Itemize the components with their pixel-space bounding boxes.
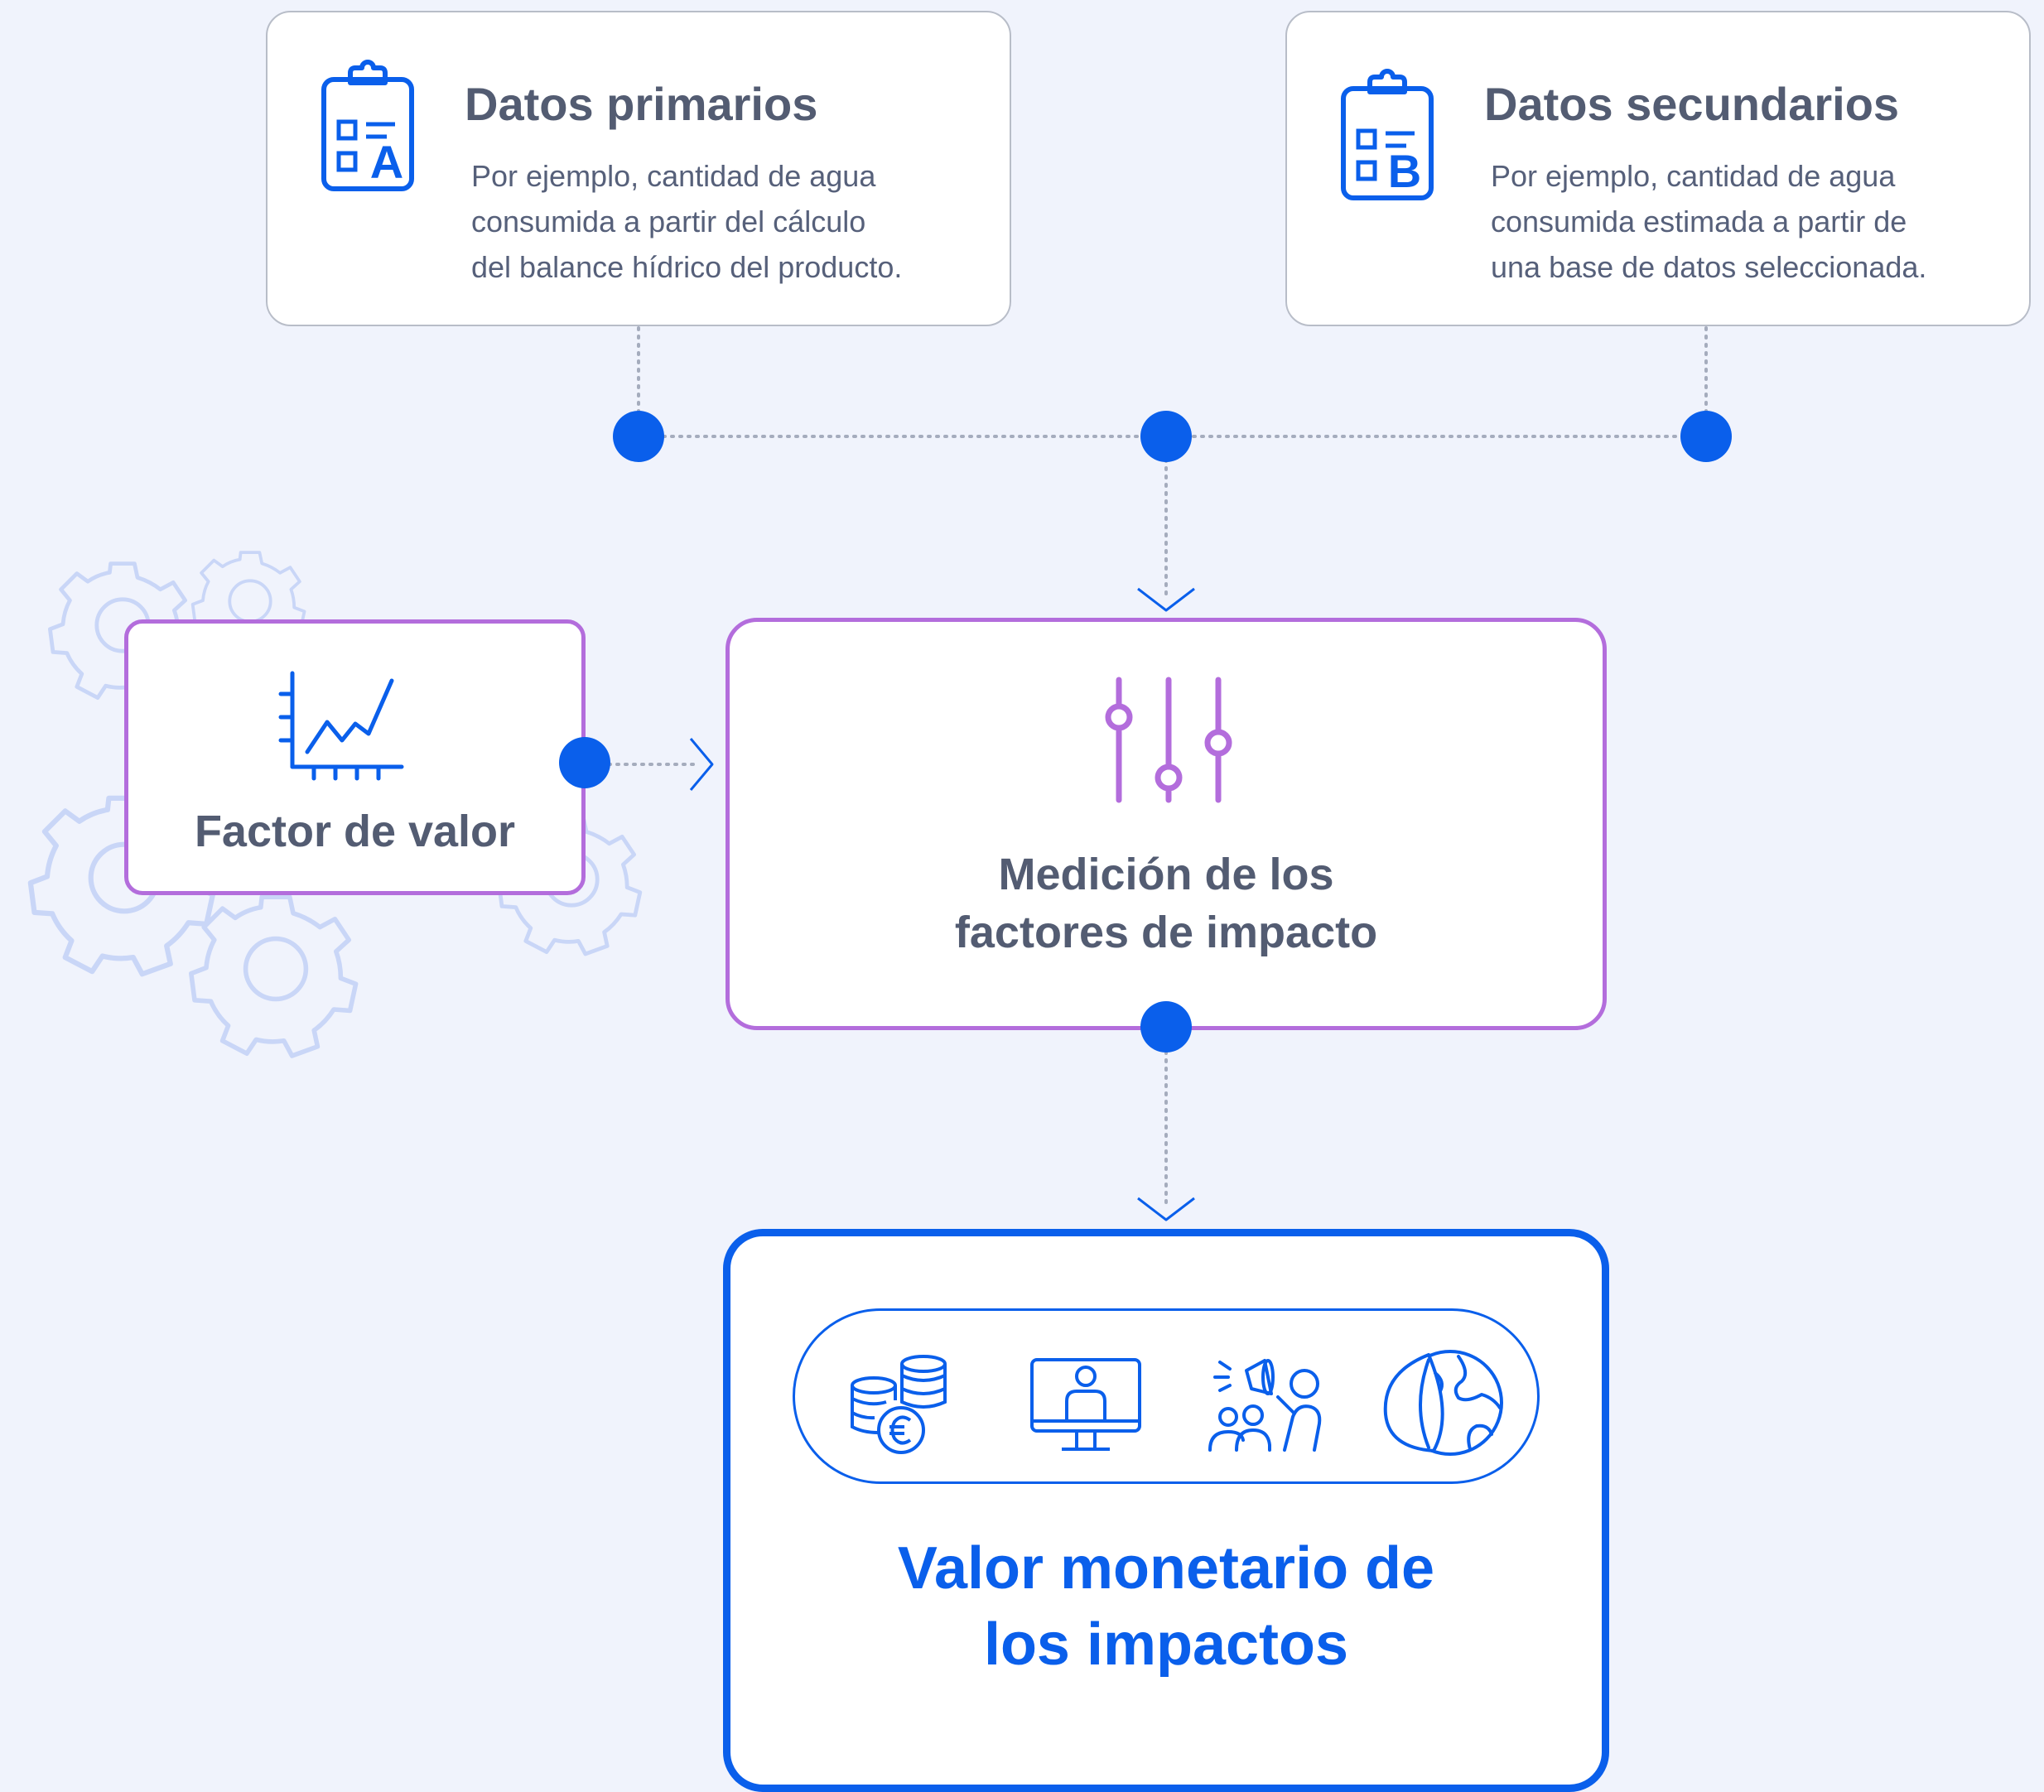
value-factor-title: Factor de valor bbox=[194, 807, 516, 856]
coins-euro-icon bbox=[851, 1355, 947, 1454]
primary-data-card: A Datos primarios Por ejemplo, cantidad … bbox=[266, 11, 1011, 326]
secondary-data-card: B Datos secundarios Por ejemplo, cantida… bbox=[1285, 11, 2031, 326]
arrow-right-icon bbox=[689, 738, 714, 791]
primary-description: Por ejemplo, cantidad de agua consumida … bbox=[471, 153, 1001, 290]
sliders-icon bbox=[1105, 677, 1232, 803]
description-line: consumida a partir del cálculo bbox=[471, 205, 866, 238]
megaphone-people-icon bbox=[1208, 1359, 1322, 1452]
primary-title: Datos primarios bbox=[465, 78, 818, 130]
description-line: Por ejemplo, cantidad de agua bbox=[1491, 159, 1896, 193]
earth-leaf-icon bbox=[1383, 1350, 1503, 1456]
badge-letter: B bbox=[1388, 145, 1421, 197]
description-line: del balance hídrico del producto. bbox=[471, 250, 903, 284]
monitor-person-icon bbox=[1030, 1358, 1141, 1451]
description-line: Por ejemplo, cantidad de agua bbox=[471, 159, 876, 193]
badge-letter: A bbox=[370, 136, 403, 188]
clipboard-a-icon: A bbox=[321, 60, 414, 191]
arrow-down-icon bbox=[1137, 1197, 1195, 1221]
title-line: los impactos bbox=[983, 1611, 1349, 1678]
connectors bbox=[599, 326, 1708, 1221]
description-line: una base de datos seleccionada. bbox=[1491, 250, 1927, 284]
title-line: factores de impacto bbox=[954, 908, 1378, 957]
arrow-down-icon bbox=[1137, 587, 1195, 612]
secondary-title: Datos secundarios bbox=[1484, 78, 1900, 130]
value-factor-card: Factor de valor bbox=[124, 619, 586, 895]
monetary-value-card: Valor monetario de los impactos bbox=[723, 1229, 1609, 1792]
secondary-description: Por ejemplo, cantidad de agua consumida … bbox=[1491, 153, 2021, 290]
title-line: Valor monetario de bbox=[897, 1535, 1435, 1602]
impact-icons-pill bbox=[793, 1308, 1540, 1484]
clipboard-b-icon: B bbox=[1341, 69, 1434, 200]
description-line: consumida estimada a partir de bbox=[1491, 205, 1907, 238]
impact-measurement-title: Medición de los factores de impacto bbox=[730, 845, 1603, 961]
impact-measurement-card: Medición de los factores de impacto bbox=[726, 618, 1607, 1030]
title-line: Medición de los bbox=[998, 850, 1334, 899]
monetary-value-title: Valor monetario de los impactos bbox=[730, 1530, 1602, 1683]
line-chart-icon bbox=[278, 671, 404, 781]
